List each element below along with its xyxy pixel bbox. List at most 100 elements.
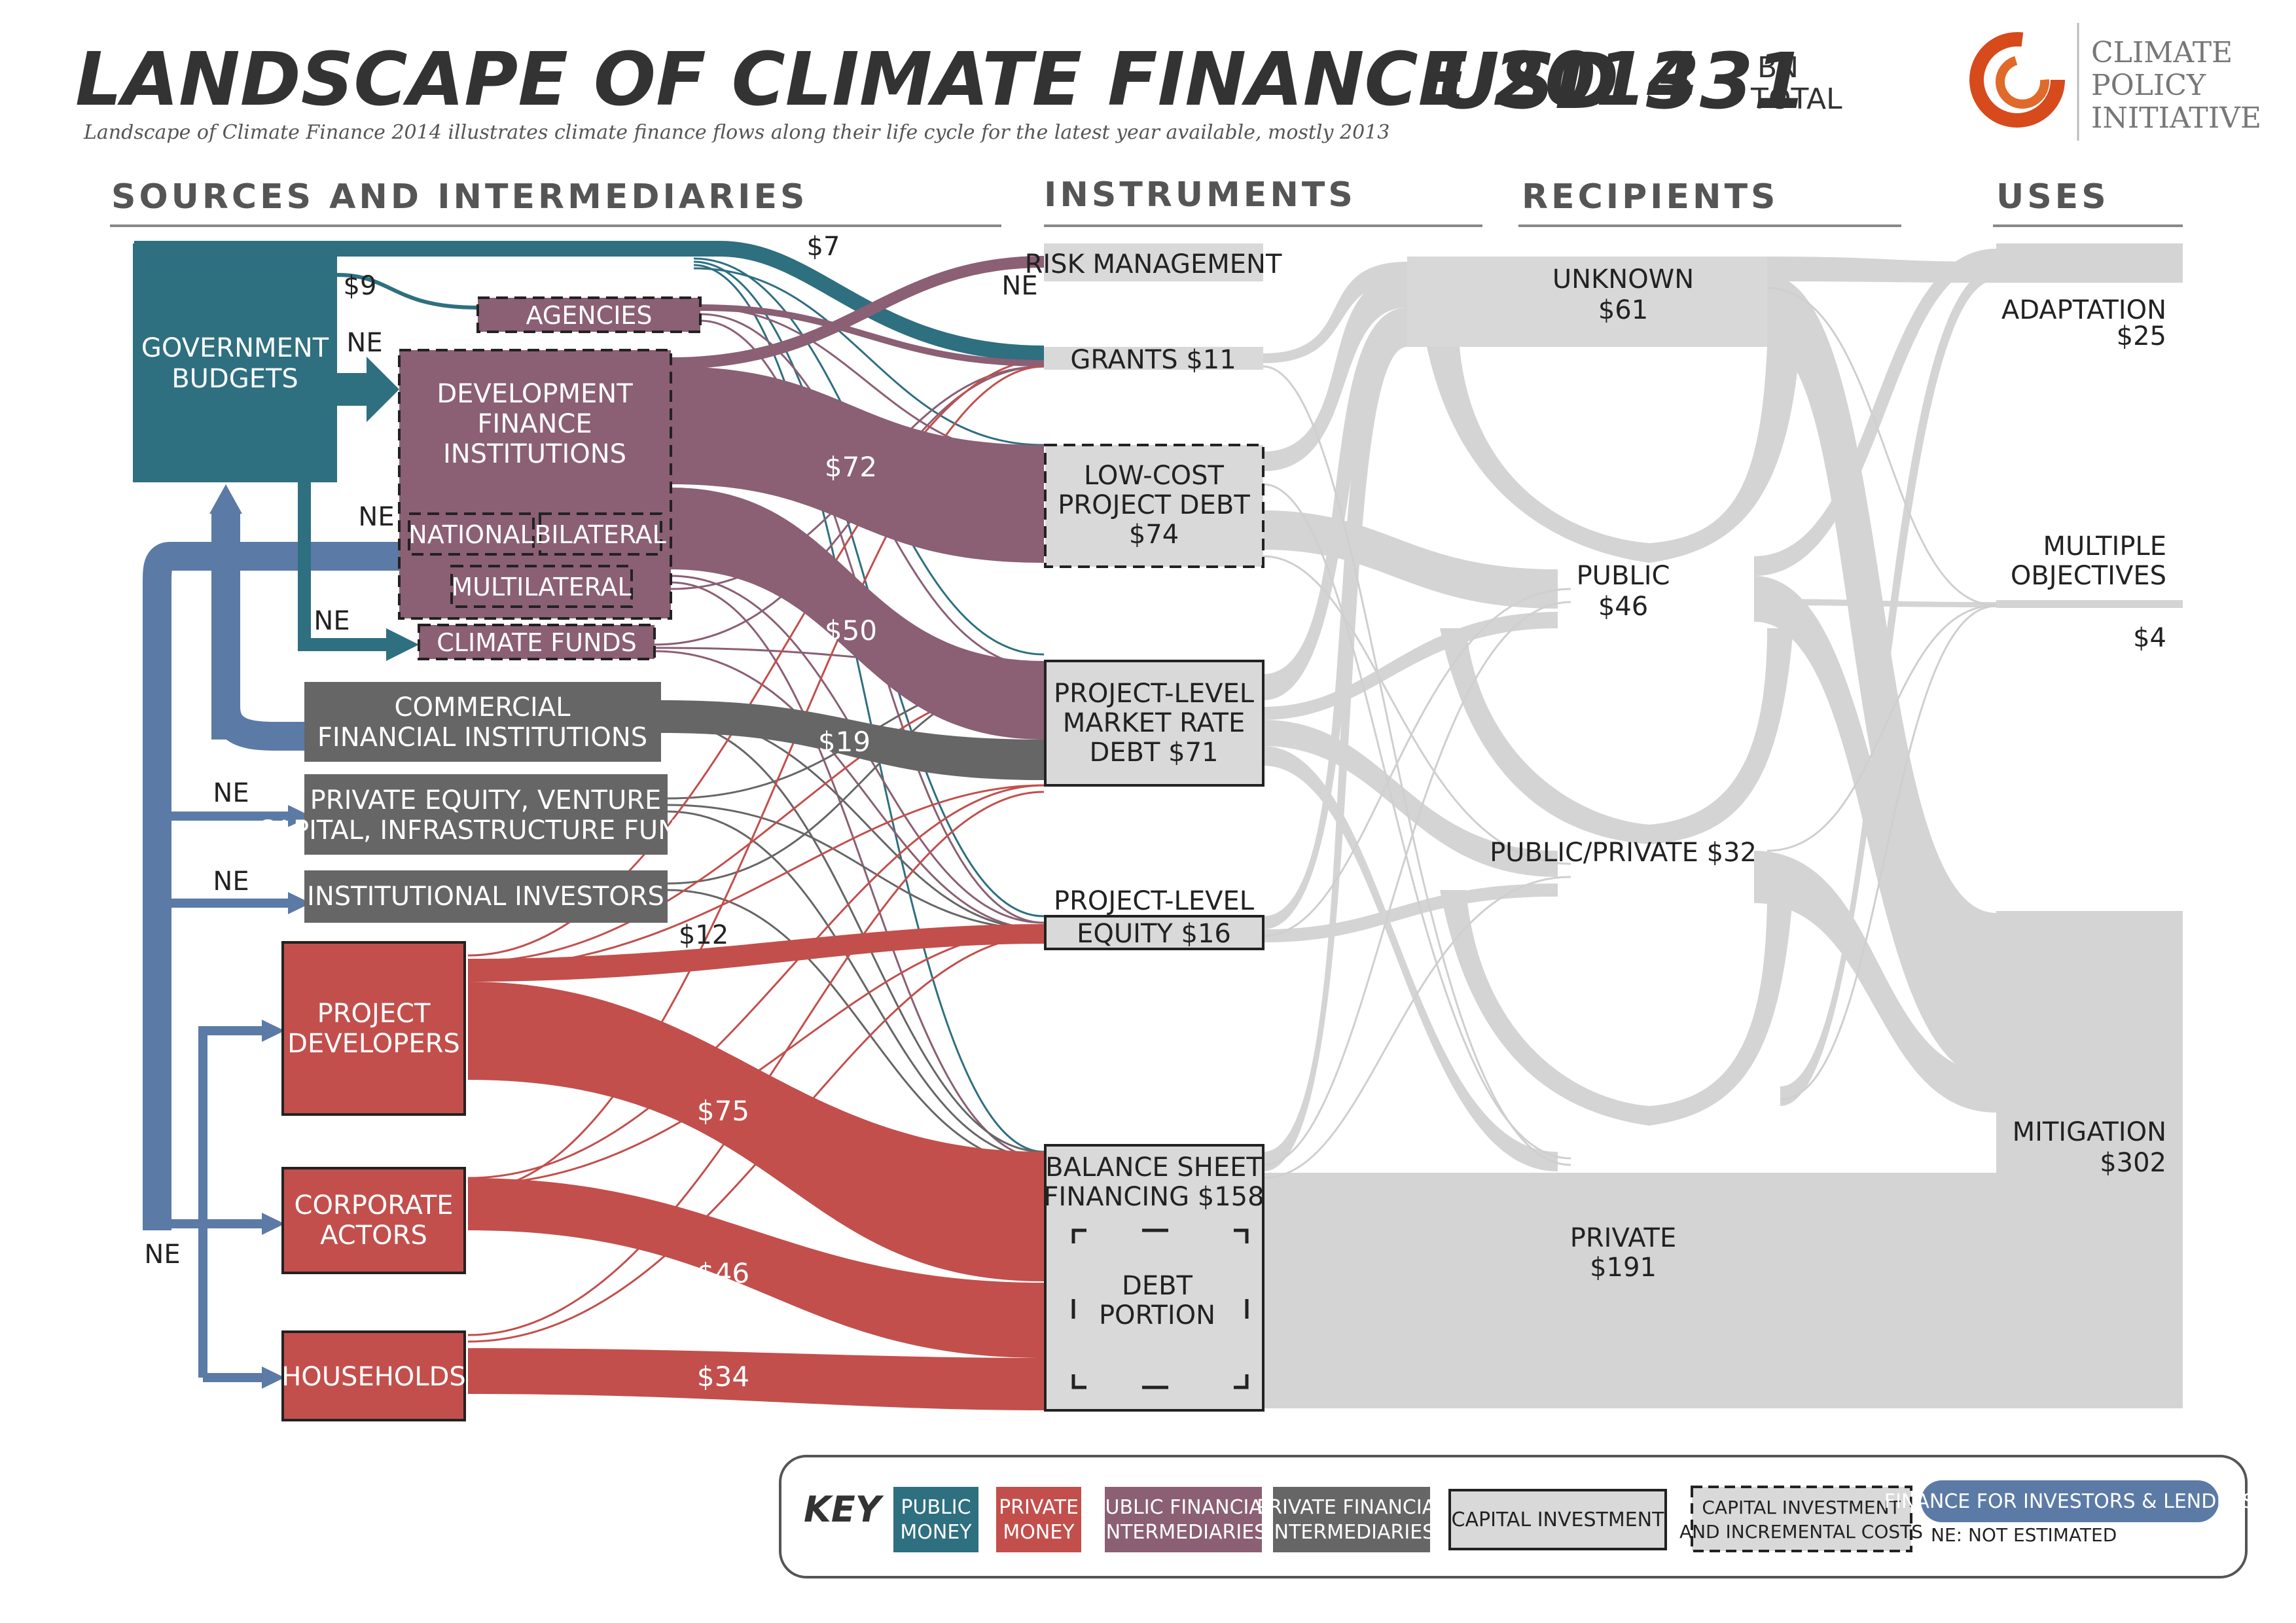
key-private-fi — [1273, 1487, 1430, 1552]
recipient-public-1: PUBLIC — [1577, 561, 1670, 591]
flow-market-unknown — [1263, 308, 1407, 700]
source-boxes: GOVERNMENT BUDGETS AGENCIES DEVELOPMENT … — [133, 243, 714, 1421]
institutional-box — [304, 870, 668, 923]
legend-key: KEY PUBLIC MONEY PRIVATE MONEY PUBLIC FI… — [779, 1455, 2255, 1578]
key-finance-investors-label: FINANCE FOR INVESTORS & LENDERS — [1884, 1490, 2255, 1513]
flow-label-ne-dfi: NE — [346, 328, 382, 358]
recipient-public-private: PUBLIC/PRIVATE $32 — [1490, 838, 1757, 868]
investor-split-devs — [198, 1026, 262, 1378]
flow-label-ne-climatefunds: NE — [314, 606, 350, 636]
key-finance-investors — [1921, 1480, 2219, 1522]
recipient-unknown-2: $61 — [1598, 295, 1648, 325]
flow-pubpriv-mitigation — [1754, 851, 1996, 1113]
flow-unknown-to-public-arch — [1427, 347, 1800, 563]
market-rate-debt-box — [1044, 660, 1265, 787]
flow-gov-grants — [134, 241, 1045, 361]
flow-label-ne-bottom: NE — [144, 1240, 180, 1270]
flow-dfi-market — [671, 488, 1044, 740]
column-recipients: RECIPIENTS — [1522, 177, 1779, 217]
use-adaptation-1: ADAPTATION — [2001, 295, 2166, 325]
institutional-label: INSTITUTIONAL INVESTORS — [307, 882, 664, 912]
low-cost-debt-box — [1044, 444, 1265, 568]
flow-gov-agencies — [336, 273, 478, 310]
government-budgets-label-2: BUDGETS — [171, 364, 298, 394]
corporate-actors-label-1: CORPORATE — [295, 1190, 454, 1221]
flow-balance-private — [1263, 1173, 1996, 1408]
grants-box — [1044, 347, 1263, 370]
flow-label-ne-national: NE — [358, 502, 394, 532]
balance-sheet-box — [1044, 1144, 1265, 1412]
key-private-fi-2: INTERMEDIARIES — [1268, 1521, 1435, 1544]
flow-dfi-risk — [670, 256, 1045, 369]
instrument-boxes: RISK MANAGEMENT GRANTS $11 LOW-COST PROJ… — [1025, 243, 1282, 1412]
government-budgets-box — [133, 243, 337, 482]
flow-lowcost-unknown — [1263, 275, 1407, 471]
dfi-label-3: INSTITUTIONS — [443, 439, 626, 469]
investor-to-commercial — [211, 705, 304, 751]
flow-pubpriv-to-private-arch — [1440, 890, 1793, 1126]
flow-market-pubpriv — [1263, 720, 1558, 877]
low-cost-label-3: $74 — [1129, 520, 1179, 550]
logo-line1: CLIMATE — [2091, 36, 2233, 69]
equity-box — [1044, 915, 1265, 950]
flow-label-ne-inst: NE — [213, 866, 249, 897]
flow-label-dfi-lowcost: $72 — [825, 451, 877, 483]
recipient-private-2: $191 — [1590, 1253, 1657, 1283]
key-private-money-1: PRIVATE — [999, 1496, 1079, 1519]
flow-label-dfi-market: $50 — [825, 615, 877, 647]
investor-arrowheads — [209, 484, 311, 1389]
gov-to-climatefunds-line — [298, 481, 386, 651]
flow-unknown-bar — [1407, 257, 1767, 347]
debt-portion-label-2: PORTION — [1099, 1300, 1215, 1330]
national-box — [408, 512, 535, 556]
market-rate-label-1: PROJECT-LEVEL — [1054, 679, 1255, 709]
dfi-label-1: DEVELOPMENT — [437, 379, 633, 409]
commercial-box — [304, 682, 661, 762]
debt-portion-label-1: DEBT — [1122, 1271, 1193, 1301]
key-public-fi-1: PUBLIC FINANCIAL — [1093, 1496, 1274, 1519]
flow-label-commercial-market: $19 — [818, 726, 870, 758]
market-rate-label-2: MARKET RATE — [1063, 708, 1245, 738]
use-multiple-2: OBJECTIVES — [2011, 561, 2166, 591]
private-equity-box — [304, 774, 668, 855]
key-public-fi-2: INTERMEDIARIES — [1100, 1521, 1266, 1544]
key-public-fi — [1105, 1487, 1262, 1552]
column-headers: SOURCES AND INTERMEDIARIES INSTRUMENTS R… — [110, 175, 2183, 227]
flow-dfi-grants — [700, 304, 1045, 366]
page-subtitle: Landscape of Climate Finance 2014 illust… — [83, 121, 1390, 144]
flow-label-corp-balance: $46 — [697, 1257, 749, 1289]
cpi-logo: CLIMATE POLICY INITIATIVE — [1969, 23, 2261, 141]
flow-commercial-market — [661, 700, 1044, 780]
flow-label-dev-equity: $12 — [679, 920, 728, 950]
equity-label-2: EQUITY $16 — [1077, 919, 1231, 949]
corporate-actors-box — [281, 1167, 466, 1274]
project-developers-label-1: PROJECT — [317, 999, 431, 1029]
market-rate-label-3: DEBT $71 — [1089, 738, 1218, 768]
risk-management-label: RISK MANAGEMENT — [1025, 249, 1282, 279]
national-label: NATIONAL — [408, 520, 533, 549]
key-private-money-2: MONEY — [1003, 1521, 1075, 1544]
key-capital-investment-label: CAPITAL INVESTMENT — [1452, 1508, 1665, 1531]
key-public-money-2: MONEY — [900, 1521, 972, 1544]
dfi-label-2: FINANCE — [477, 409, 592, 439]
key-capital-incremental-1: CAPITAL INVESTMENT — [1702, 1497, 1901, 1518]
mitigation-bar — [1996, 911, 2183, 1408]
balance-sheet-label-2: FINANCING $158 — [1043, 1182, 1264, 1212]
flow-unknown-mitigation — [1767, 275, 1996, 995]
bilateral-label: BILATERAL — [534, 520, 666, 549]
recipient-labels: UNKNOWN $61 PUBLIC $46 PUBLIC/PRIVATE $3… — [1490, 264, 1757, 1283]
private-equity-label-1: PRIVATE EQUITY, VENTURE — [310, 785, 662, 815]
flow-house-balance — [468, 1348, 1044, 1410]
flow-label-ne-risk: NE — [1001, 271, 1037, 301]
use-adaptation-2: $25 — [2117, 321, 2166, 351]
header: LANDSCAPE OF CLIMATE FINANCE 2014 USD 33… — [75, 36, 1842, 144]
gov-arrows — [298, 357, 419, 661]
flow-label-gov-agencies: $9 — [344, 271, 377, 301]
logo-line3: INITIATIVE — [2091, 101, 2261, 135]
page-title: LANDSCAPE OF CLIMATE FINANCE 2014 — [75, 37, 1698, 122]
total-unit-total: TOTAL — [1750, 82, 1842, 116]
bilateral-box — [539, 512, 662, 556]
investor-flows — [143, 510, 399, 1382]
flow-public-adaptation — [1754, 249, 1996, 576]
